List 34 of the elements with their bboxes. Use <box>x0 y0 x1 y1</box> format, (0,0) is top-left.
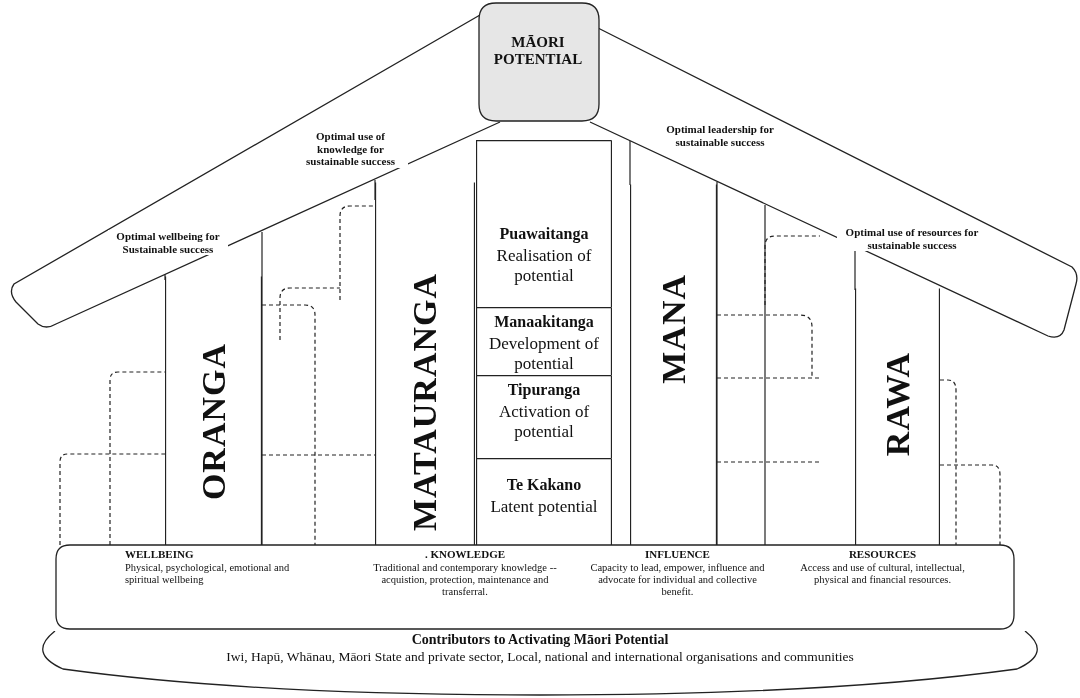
foundation-text: Iwi, Hapū, Whānau, Māori State and private sector, Local, national and international organisations and communities <box>225 649 855 665</box>
pillar <box>630 184 717 545</box>
stage-name: Te Kakano <box>505 476 583 495</box>
pillar-description: Access and use of cultural, intellectual, physical and financial resources. <box>799 562 966 587</box>
pillar <box>165 276 262 545</box>
pillar-heading: . KNOWLEDGE <box>423 548 507 561</box>
pillar-description: Traditional and contemporary knowledge --acquistion, protection, maintenance and transferral. <box>372 562 558 599</box>
foundation-heading: Contributors to Activating Māori Potential <box>410 632 670 649</box>
stage-panel <box>476 458 612 545</box>
roof-text: Optimal wellbeing for Sustainable success <box>108 230 228 256</box>
stage-description: Activation of potential <box>497 402 591 442</box>
pillar-title: ORANGA <box>193 343 233 501</box>
stage-description: Realisation of potential <box>495 246 593 286</box>
pillar <box>855 288 940 545</box>
pillar-description: Capacity to lead, empower, influence and advocate for individual and collective benefit. <box>589 562 766 599</box>
pillar-title: MANA <box>653 274 693 384</box>
stage-name: Manaakitanga <box>493 313 595 332</box>
heading-text: MĀORI POTENTIAL <box>492 34 584 69</box>
pillar-title: RAWA <box>877 352 917 457</box>
apex-box <box>478 2 600 122</box>
pillar-title: MATAURANGA <box>405 272 444 531</box>
stage-panel <box>476 375 612 458</box>
stage-panel <box>476 307 612 375</box>
pillar-description: Physical, psychological, emotional and spiritual wellbeing <box>125 562 291 587</box>
base-beam <box>55 544 1015 630</box>
pillar-heading: WELLBEING <box>125 548 195 561</box>
pillar-heading: INFLUENCE <box>644 548 711 561</box>
pillar-heading: RESOURCES <box>847 548 918 561</box>
stage-name: Puawaitanga <box>498 225 590 244</box>
stage-description: Latent potential <box>489 497 599 517</box>
stage-description: Development of potential <box>488 334 600 374</box>
stage-name: Tipuranga <box>506 381 582 400</box>
stage-panel <box>476 140 612 307</box>
pillar <box>375 182 475 545</box>
